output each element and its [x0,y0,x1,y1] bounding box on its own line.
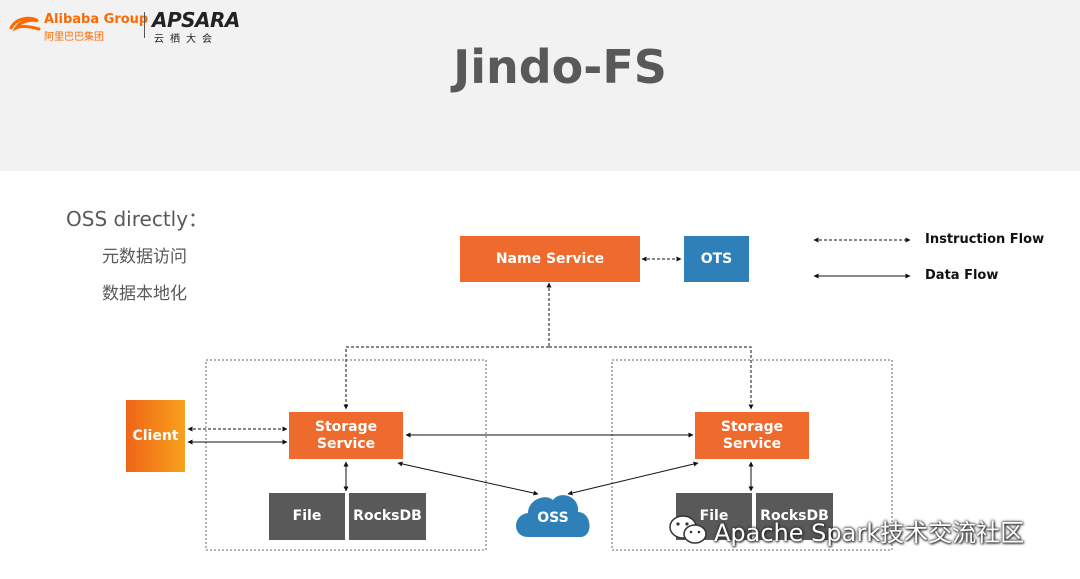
storage-service-right-box: Storage Service [695,412,809,459]
legend-instruction-flow: Instruction Flow [925,232,1045,247]
bullet-item-metadata: 元数据访问 [102,247,187,267]
ots-box: OTS [684,236,749,282]
wechat-icon [669,515,707,544]
node-group-right [611,359,893,551]
flow-storage-right-oss [567,461,699,496]
logo-divider [144,12,145,38]
flow-tree-right [549,346,754,410]
header-band [0,0,1080,171]
apsara-logo-cn: 云栖大会 [154,34,218,45]
watermark-text: Apache Spark技术交流社区 [714,518,1025,547]
name-service-box: Name Service [460,236,640,282]
legend-data-flow: Data Flow [925,268,999,283]
alibaba-group-logo: Alibaba Group 阿里巴巴集团 [8,10,148,43]
oss-cloud-icon [516,495,590,537]
watermark: Apache Spark技术交流社区 [668,510,1024,550]
oss-label: OSS [537,510,568,526]
rocksdb-left-box: RocksDB [349,493,426,540]
flow-tree-left [343,346,549,410]
client-box: Client [126,400,185,472]
bullet-item-locality: 数据本地化 [102,284,187,304]
flow-storage-left-oss [397,461,539,496]
apsara-logo: APSARA 云栖大会 [152,8,242,45]
page-title: Jindo-FS [453,40,667,94]
alibaba-logo-text: Alibaba Group [44,12,149,27]
alibaba-logo-cn: 阿里巴巴集团 [44,32,104,43]
bullet-heading: OSS directly： [66,207,209,231]
file-left-box: File [269,493,345,540]
alibaba-logo-icon [9,16,41,32]
rocksdb-right-box: RocksDB [756,493,833,540]
apsara-logo-text: APSARA [152,8,240,32]
storage-service-left-box: Storage Service [289,412,403,459]
